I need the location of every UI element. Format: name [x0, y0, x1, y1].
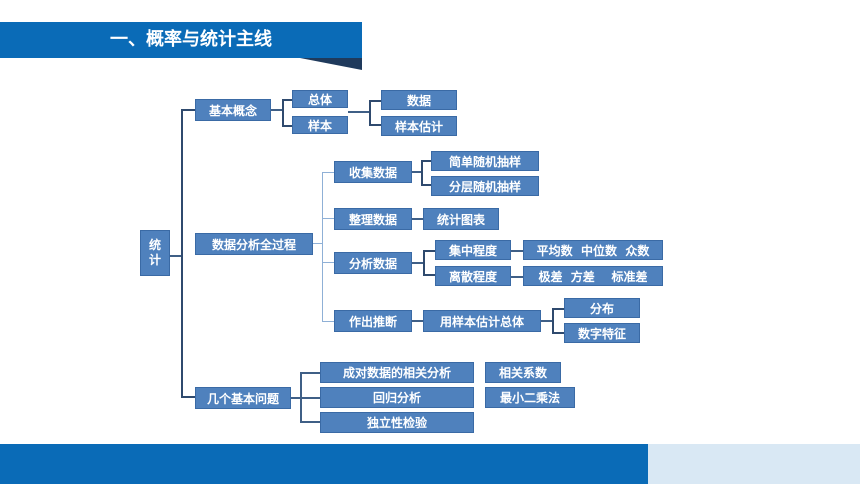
connector [271, 109, 283, 111]
node-basic-concepts: 基本概念 [195, 99, 271, 121]
connector [300, 397, 320, 399]
node-data-analysis: 数据分析全过程 [195, 233, 313, 255]
root-bracket [181, 109, 195, 398]
connector [300, 421, 320, 423]
title-banner [0, 22, 362, 58]
bracket-line [322, 172, 323, 322]
node-basic-problems: 几个基本问题 [195, 387, 291, 409]
node-sample-estimate: 样本估计 [381, 116, 457, 136]
node-estimate-population: 用样本估计总体 [423, 310, 541, 332]
bracket [369, 100, 381, 126]
connector [322, 172, 334, 173]
node-data: 数据 [381, 90, 457, 110]
connector [511, 276, 523, 278]
connector [322, 218, 334, 219]
node-numeric-features: 数字特征 [564, 323, 640, 343]
node-central-tendency: 集中程度 [435, 240, 511, 260]
node-make-inference: 作出推断 [334, 310, 412, 332]
node-regression-analysis: 回归分析 [320, 387, 474, 408]
bracket [421, 160, 431, 186]
bracket [423, 250, 435, 276]
connector [412, 171, 422, 173]
page-title: 一、概率与统计主线 [110, 29, 272, 50]
footer-bar [0, 444, 648, 484]
node-dispersion-measures: 极差 方差 标准差 [523, 266, 663, 286]
node-statistical-charts: 统计图表 [423, 208, 499, 230]
node-simple-random-sampling: 简单随机抽样 [431, 151, 539, 171]
bracket [552, 308, 564, 334]
node-organize-data: 整理数据 [334, 208, 412, 230]
node-stratified-sampling: 分层随机抽样 [431, 176, 539, 196]
connector [412, 218, 424, 220]
connector [170, 255, 182, 257]
node-dispersion: 离散程度 [435, 266, 511, 286]
node-paired-data-correlation: 成对数据的相关分析 [320, 362, 474, 383]
connector [412, 262, 424, 264]
node-correlation-coefficient: 相关系数 [485, 362, 561, 383]
node-analyze-data: 分析数据 [334, 252, 412, 274]
connector [322, 262, 334, 263]
connector [541, 320, 553, 322]
connector [348, 111, 370, 113]
node-root: 统 计 [140, 230, 170, 276]
node-distribution: 分布 [564, 298, 640, 318]
node-sample: 样本 [292, 116, 348, 134]
connector [300, 372, 320, 374]
node-least-squares: 最小二乘法 [485, 387, 575, 408]
node-central-measures: 平均数 中位数 众数 [523, 240, 663, 260]
node-independence-test: 独立性检验 [320, 412, 474, 433]
connector [322, 321, 334, 322]
connector [313, 243, 323, 244]
node-collect-data: 收集数据 [334, 161, 412, 183]
title-banner-tail [300, 58, 362, 70]
bracket [282, 99, 292, 127]
footer-bar-light [648, 444, 860, 484]
connector [291, 397, 301, 399]
connector [412, 320, 424, 322]
connector [511, 250, 523, 252]
node-population: 总体 [292, 90, 348, 108]
